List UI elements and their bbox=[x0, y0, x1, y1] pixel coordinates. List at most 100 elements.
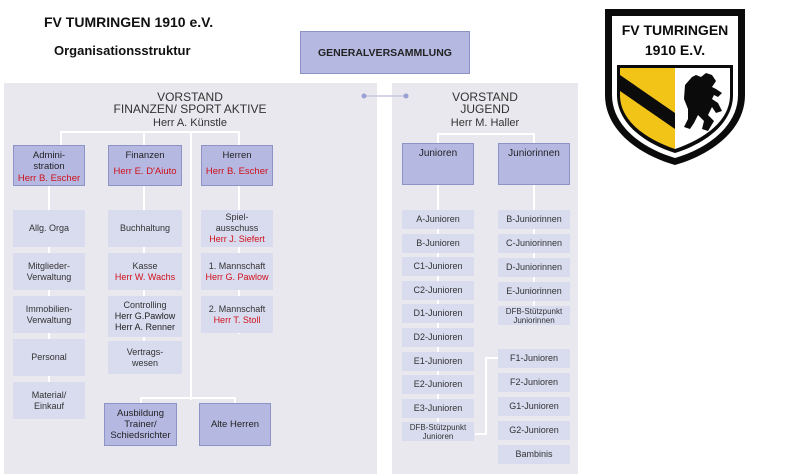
herren-label: Herren bbox=[222, 150, 252, 161]
junioren-item[interactable]: C2-Junioren bbox=[402, 280, 474, 300]
juniorinnen-item[interactable]: C-Juniorinnen bbox=[498, 234, 570, 253]
kleinfeld-item[interactable]: F1-Junioren bbox=[498, 349, 570, 368]
junioren-item[interactable]: E1-Junioren bbox=[402, 351, 474, 371]
juniorinnen-item-label: B-Juniorinnen bbox=[506, 214, 562, 224]
kleinfeld-item[interactable]: Bambinis bbox=[498, 445, 570, 464]
spielausschuss-person: Herr J. Siefert bbox=[209, 234, 265, 244]
controlling-person-1: Herr G.Pawlow bbox=[114, 311, 176, 321]
juniorinnen-item-label: C-Juniorinnen bbox=[505, 238, 563, 248]
logo-text-2: 1910 E.V. bbox=[645, 42, 705, 58]
board-connector bbox=[361, 93, 409, 99]
spielausschuss-label-2: ausschuss bbox=[215, 223, 259, 233]
generalversammlung-box[interactable]: GENERALVERSAMMLUNG bbox=[300, 31, 470, 74]
buchhaltung-label: Buchhaltung bbox=[119, 223, 171, 233]
logo-text-1: FV TUMRINGEN bbox=[622, 22, 729, 38]
juniorinnen-item[interactable]: B-Juniorinnen bbox=[498, 210, 570, 229]
finanzen-box[interactable]: Finanzen Herr E. D'Aiuto bbox=[108, 145, 182, 186]
juniorinnen-item-label: E-Juniorinnen bbox=[506, 286, 562, 296]
junioren-item[interactable]: C1-Junioren bbox=[402, 257, 474, 277]
personal-box[interactable]: Personal bbox=[13, 339, 85, 376]
page-subtitle: Organisationsstruktur bbox=[54, 43, 191, 58]
administration-label-2: stration bbox=[33, 161, 65, 172]
kasse-person: Herr W. Wachs bbox=[114, 271, 176, 282]
administration-label-1: Admini- bbox=[32, 150, 66, 161]
left-title-2: FINANZEN/ SPORT AKTIVE bbox=[113, 102, 267, 116]
kleinfeld-item[interactable]: F2-Junioren bbox=[498, 373, 570, 392]
erste-mannschaft-label: 1. Mannschaft bbox=[208, 260, 266, 271]
zweite-mannschaft-person: Herr T. Stoll bbox=[213, 314, 261, 325]
junioren-item-label: E3-Junioren bbox=[413, 402, 463, 413]
mitglieder-label-2: Verwaltung bbox=[26, 271, 72, 282]
kleinfeld-item-label: F1-Junioren bbox=[509, 353, 559, 363]
finanzen-label: Finanzen bbox=[125, 150, 165, 161]
allg-orga-label: Allg. Orga bbox=[28, 223, 70, 233]
junioren-box[interactable]: Junioren bbox=[402, 143, 474, 185]
junioren-item-label: B-Junioren bbox=[416, 237, 460, 248]
kleinfeld-item-label: G2-Junioren bbox=[509, 425, 559, 435]
kleinfeld-item-label: G1-Junioren bbox=[509, 401, 559, 411]
junioren-item[interactable]: A-Junioren bbox=[402, 210, 474, 229]
juniorinnen-item-label: Juniorinnen bbox=[513, 315, 555, 325]
material-label-2: Einkauf bbox=[33, 400, 65, 411]
immobilienverwaltung-box[interactable]: Immobilien-Verwaltung bbox=[13, 296, 85, 333]
junioren-item-label: D2-Junioren bbox=[413, 332, 463, 342]
allg-orga-box[interactable]: Allg. Orga bbox=[13, 210, 85, 247]
juniorinnen-item[interactable]: E-Juniorinnen bbox=[498, 282, 570, 301]
juniorinnen-item-label: D-Juniorinnen bbox=[505, 262, 563, 272]
right-person: Herr M. Haller bbox=[450, 117, 520, 129]
right-heading: VORSTAND JUGEND Herr M. Haller bbox=[405, 91, 565, 129]
club-logo: FV TUMRINGEN 1910 E.V. bbox=[605, 9, 745, 165]
bear-icon bbox=[684, 73, 722, 131]
material-label-1: Material/ bbox=[31, 389, 67, 400]
vertragswesen-box[interactable]: Vertrags-wesen bbox=[108, 341, 182, 374]
junioren-item-label: C1-Junioren bbox=[413, 261, 463, 272]
junioren-item-label: DFB-Stützpunkt bbox=[409, 422, 467, 432]
junioren-item-label: D1-Junioren bbox=[413, 308, 463, 319]
buchhaltung-box[interactable]: Buchhaltung bbox=[108, 210, 182, 247]
juniorinnen-item[interactable]: D-Juniorinnen bbox=[498, 258, 570, 277]
mitgliederverwaltung-box[interactable]: Mitglieder-Verwaltung bbox=[13, 253, 85, 290]
club-title: FV TUMRINGEN 1910 e.V. bbox=[44, 14, 214, 30]
junioren-item[interactable]: D2-Junioren bbox=[402, 328, 474, 347]
administration-person: Herr B. Escher bbox=[17, 173, 81, 184]
controlling-label: Controlling bbox=[123, 300, 167, 310]
spielausschuss-label-1: Spiel- bbox=[225, 212, 249, 222]
juniorinnen-item-label: DFB-Stützpunkt bbox=[505, 306, 563, 316]
junioren-item-label: C2-Junioren bbox=[413, 284, 463, 295]
alte-herren-label: Alte Herren bbox=[210, 419, 260, 430]
right-title-1: VORSTAND bbox=[452, 90, 518, 104]
ausbildung-label-3: Schiedsrichter bbox=[110, 430, 171, 441]
ausbildung-label-2: Trainer/ bbox=[124, 419, 157, 430]
junioren-item[interactable]: B-Junioren bbox=[402, 233, 474, 253]
administration-box[interactable]: Admini- stration Herr B. Escher bbox=[13, 145, 85, 186]
junioren-item[interactable]: E2-Junioren bbox=[402, 375, 474, 395]
junioren-item-label: E2-Junioren bbox=[413, 379, 463, 390]
junioren-item[interactable]: E3-Junioren bbox=[402, 398, 474, 418]
left-person: Herr A. Künstle bbox=[153, 117, 227, 129]
vertrags-label-2: wesen bbox=[131, 357, 158, 368]
junioren-item-label: E1-Junioren bbox=[413, 355, 463, 366]
immobilien-label-1: Immobilien- bbox=[25, 303, 73, 314]
mitglieder-label-1: Mitglieder- bbox=[27, 260, 70, 271]
material-einkauf-box[interactable]: Material/Einkauf bbox=[13, 382, 85, 419]
ausbildung-label-1: Ausbildung bbox=[116, 408, 164, 419]
zweite-mannschaft-label: 2. Mannschaft bbox=[208, 303, 266, 314]
herren-box[interactable]: Herren Herr B. Escher bbox=[201, 145, 273, 186]
vertrags-label-1: Vertrags- bbox=[126, 346, 164, 357]
kleinfeld-item[interactable]: G2-Junioren bbox=[498, 421, 570, 440]
junioren-item[interactable]: D1-Junioren bbox=[402, 304, 474, 324]
juniorinnen-box[interactable]: Juniorinnen bbox=[498, 143, 570, 185]
alte-herren-box[interactable]: Alte Herren bbox=[199, 403, 271, 446]
kleinfeld-item[interactable]: G1-Junioren bbox=[498, 397, 570, 416]
controlling-person-2: Herr A. Renner bbox=[114, 322, 176, 332]
left-heading: VORSTAND FINANZEN/ SPORT AKTIVE Herr A. … bbox=[90, 91, 290, 129]
immobilien-label-2: Verwaltung bbox=[26, 314, 72, 325]
